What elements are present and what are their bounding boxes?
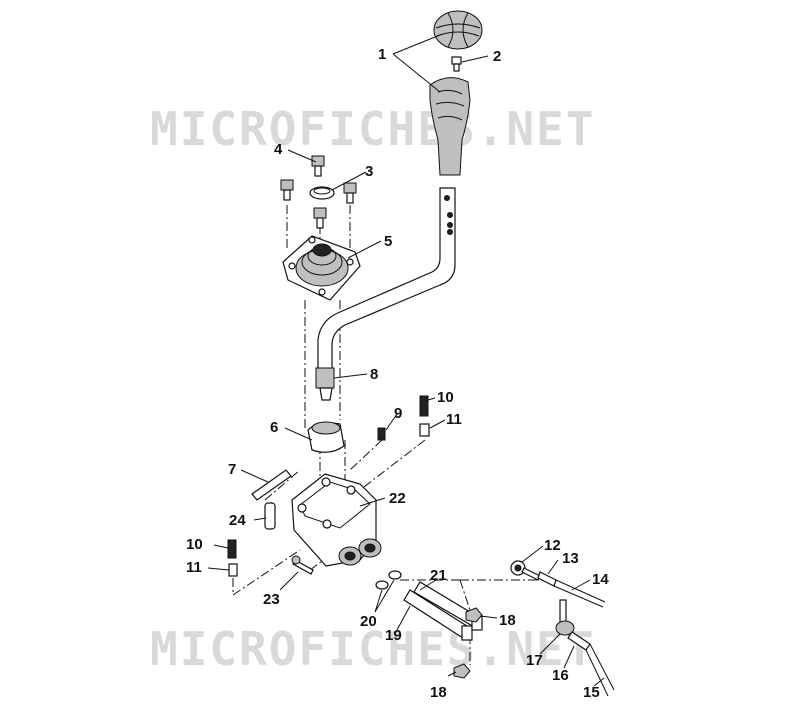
callout-24: 24 (229, 512, 246, 529)
callout-11-right: 11 (446, 411, 462, 428)
screw (451, 56, 462, 72)
callout-10-left: 10 (186, 536, 203, 553)
shift-rods (403, 581, 483, 641)
callout-1: 1 (378, 46, 386, 63)
detent-ball-left (228, 563, 238, 577)
housing-bolt (291, 555, 314, 575)
callout-8: 8 (370, 366, 378, 383)
detent-spring-left (227, 539, 237, 559)
short-pin (264, 502, 276, 530)
callout-13: 13 (562, 550, 579, 567)
callout-16: 16 (552, 667, 569, 684)
callout-14: 14 (592, 571, 609, 588)
cable-lower (567, 631, 615, 697)
callout-18-lower: 18 (430, 684, 447, 701)
callout-18-upper: 18 (499, 612, 516, 629)
assembly-lines (232, 205, 540, 665)
pivot-cup (307, 421, 345, 453)
detent-pin-right (377, 427, 386, 441)
boot-bolts (280, 155, 357, 229)
watermark-top: MICROFICHES.NET (150, 102, 595, 156)
callout-19: 19 (385, 627, 402, 644)
callout-6: 6 (270, 419, 278, 436)
callout-21: 21 (430, 567, 447, 584)
shift-knob (429, 10, 483, 176)
callout-17: 17 (526, 652, 543, 669)
callout-3: 3 (365, 163, 373, 180)
rod-end-upper (510, 560, 541, 581)
callout-12: 12 (544, 537, 561, 554)
watermark-bottom: MICROFICHES.NET (150, 622, 595, 676)
washers (375, 570, 402, 590)
callout-9: 9 (394, 405, 402, 422)
callout-23: 23 (263, 591, 280, 608)
rubber-boot (282, 235, 361, 301)
detent-spring-right (419, 395, 429, 417)
callout-15: 15 (583, 684, 600, 701)
long-pin (251, 469, 292, 501)
rod-end-lower (555, 599, 575, 636)
callout-7: 7 (228, 461, 236, 478)
detent-ball-right (419, 423, 430, 437)
callout-5: 5 (384, 233, 392, 250)
shifter-housing (291, 473, 382, 567)
callout-2: 2 (493, 48, 501, 65)
callout-10-right: 10 (437, 389, 454, 406)
lever-fitting (315, 367, 335, 401)
callout-22: 22 (389, 490, 406, 507)
leader-lines (207, 34, 605, 687)
lock-nuts (453, 607, 483, 679)
callout-4: 4 (274, 141, 283, 158)
cable-upper (537, 571, 606, 608)
callout-11-left: 11 (186, 559, 202, 576)
callout-labels: 1 2 3 4 5 6 7 8 9 10 11 10 11 12 13 14 1… (186, 46, 609, 701)
callout-20: 20 (360, 613, 377, 630)
clamp-ring (309, 186, 335, 200)
